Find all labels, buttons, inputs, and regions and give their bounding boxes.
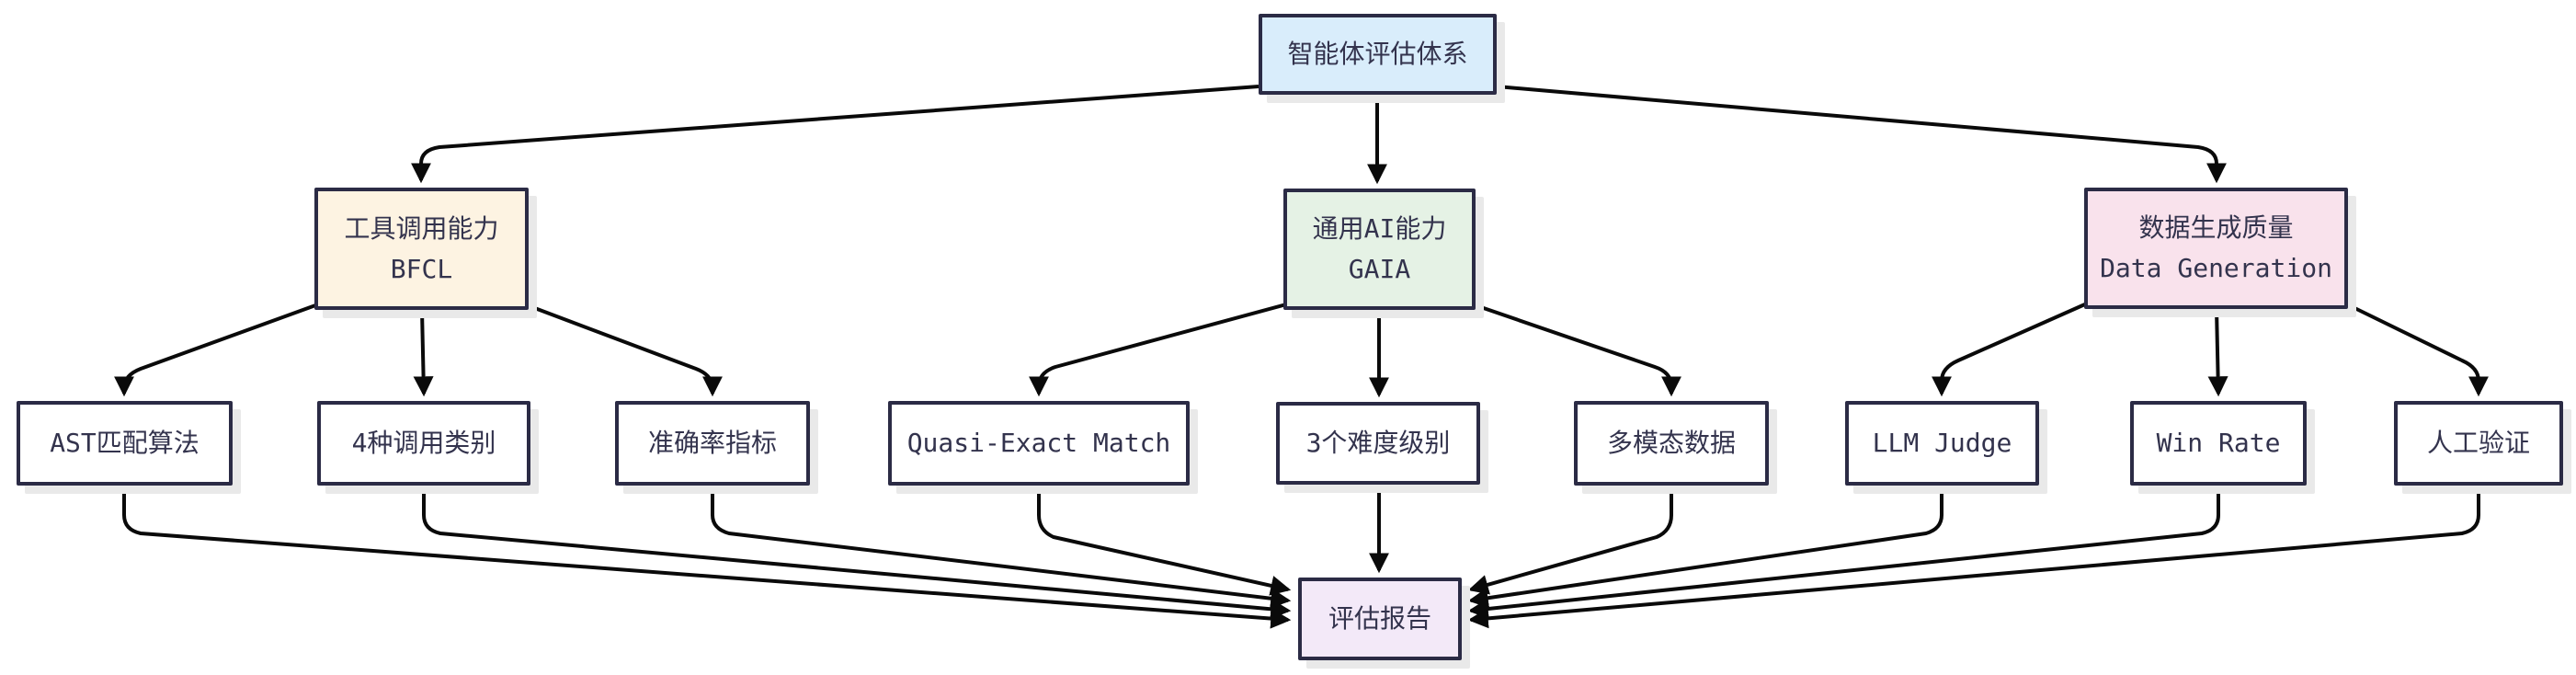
edge-categories-report (422, 486, 1292, 620)
report-label: 评估报告 (1328, 603, 1431, 634)
edge-quasi-report (1037, 486, 1292, 596)
edge-data-llm-judge (1932, 302, 2088, 397)
leaf-difficulty-label: 3个难度级别 (1305, 428, 1451, 458)
node-leaf-ast-matching: AST匹配算法 (17, 401, 233, 486)
branch-general-line2: GAIA (1348, 254, 1411, 284)
edge-win-rate-report (1467, 486, 2220, 619)
leaf-win-rate-label: Win Rate (2156, 428, 2281, 458)
edge-tool-accuracy (524, 303, 723, 397)
node-root-evaluation-system: 智能体评估体系 (1259, 14, 1497, 95)
node-evaluation-report: 评估报告 (1298, 578, 1462, 660)
edge-accuracy-report (711, 486, 1292, 609)
branch-data-line1: 数据生成质量 (2138, 212, 2294, 243)
node-branch-tool-calling-bfcl: 工具调用能力 BFCL (314, 188, 529, 310)
node-leaf-human-verification: 人工验证 (2394, 401, 2563, 486)
edge-llm-judge-report (1467, 486, 1943, 609)
edge-ast-report (122, 486, 1292, 629)
node-leaf-multimodal-data: 多模态数据 (1574, 401, 1769, 486)
branch-general-line1: 通用AI能力 (1312, 213, 1447, 244)
node-leaf-llm-judge: LLM Judge (1845, 401, 2039, 486)
leaf-accuracy-label: 准确率指标 (647, 428, 777, 458)
edge-tool-categories (413, 309, 434, 397)
node-branch-general-ai-gaia: 通用AI能力 GAIA (1283, 189, 1476, 310)
node-leaf-call-categories: 4种调用类别 (317, 401, 530, 486)
node-leaf-quasi-exact-match: Quasi-Exact Match (888, 401, 1190, 486)
node-leaf-accuracy-metric: 准确率指标 (615, 401, 810, 486)
edge-human-report (1467, 486, 2480, 629)
edge-tool-ast (114, 303, 319, 397)
edge-root-tool (411, 85, 1260, 184)
edge-data-human (2344, 302, 2489, 397)
node-branch-data-generation: 数据生成质量 Data Generation (2084, 188, 2348, 309)
leaf-human-label: 人工验证 (2426, 428, 2530, 458)
leaf-llm-judge-label: LLM Judge (1872, 428, 2012, 458)
node-leaf-difficulty-levels: 3个难度级别 (1276, 402, 1480, 485)
edge-multimodal-report (1467, 486, 1673, 595)
edge-general-multimodal (1472, 303, 1681, 397)
branch-tool-line2: BFCL (390, 253, 453, 284)
edge-data-win-rate (2207, 308, 2228, 397)
leaf-categories-label: 4种调用类别 (351, 428, 496, 458)
leaf-multimodal-label: 多模态数据 (1606, 428, 1736, 458)
branch-data-line2: Data Generation (2100, 253, 2332, 283)
branch-tool-line1: 工具调用能力 (344, 212, 499, 244)
edge-root-data (1496, 85, 2227, 184)
node-root-label: 智能体评估体系 (1287, 39, 1468, 69)
leaf-quasi-label: Quasi-Exact Match (906, 428, 1171, 458)
node-leaf-win-rate: Win Rate (2130, 401, 2307, 486)
edge-general-quasi (1029, 303, 1287, 397)
leaf-ast-label: AST匹配算法 (50, 428, 199, 458)
